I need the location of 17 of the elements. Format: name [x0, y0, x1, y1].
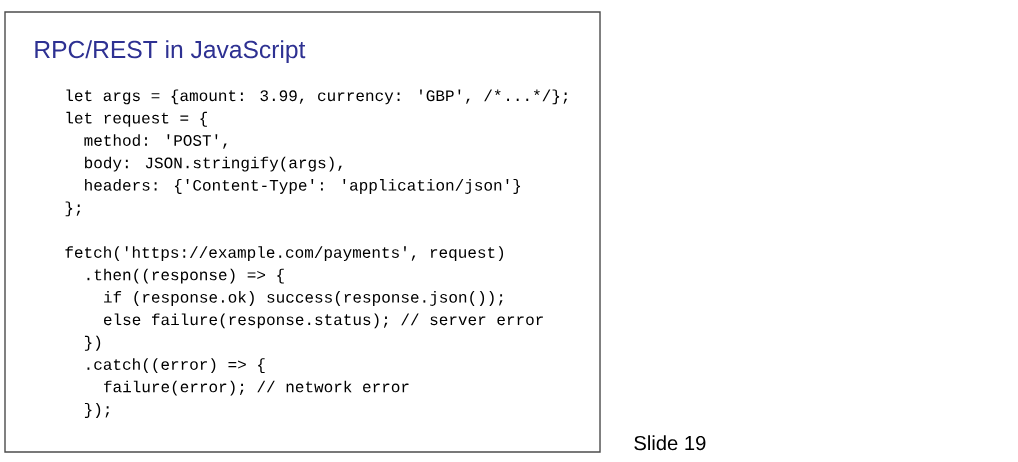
code-line: else failure(response.status); // server error [104, 313, 543, 329]
code-line: }); [84, 403, 109, 418]
code-line: let args = {amount: 3.99, currency: 'GBP', /* [66, 89, 501, 105]
code-line: .then((response) => { [87, 268, 284, 284]
code-line: }; [65, 201, 81, 217]
code-line: }) [84, 335, 101, 351]
code-line: .catch((error) => { [87, 358, 265, 374]
code-line: method: 'POST', [84, 134, 227, 149]
slide-number: Slide 19 [634, 435, 706, 451]
code-line: headers: {'Content-Type': 'application/json'} [85, 179, 521, 194]
code-line: body: JSON.stringify(args), [85, 156, 342, 172]
code-line: ...*/}; [507, 89, 567, 105]
code-line: let request = { [66, 111, 207, 127]
code-line: if (response.ok) success(response.json()); [104, 291, 503, 306]
code-line: fetch('https://example.com/payments', request) [65, 246, 504, 262]
code-line: failure(error); // network error [104, 380, 409, 396]
slide-title: RPC/REST in JavaScript [35, 40, 306, 64]
